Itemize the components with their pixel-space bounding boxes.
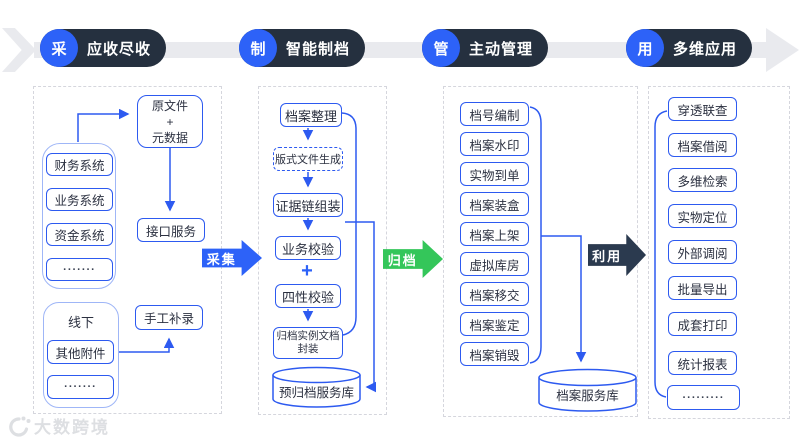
stage-pill-make: 制 智能制档 — [239, 29, 366, 67]
stage-badge-use: 用 — [626, 29, 664, 67]
four-quality-check-node: 四性校验 — [275, 284, 341, 308]
finance-system-node: 财务系统 — [46, 153, 113, 176]
metadata-line: 元数据 — [151, 130, 188, 145]
stage-label-make: 智能制档 — [286, 40, 351, 58]
other-attachment-node: 其他附件 — [47, 340, 114, 364]
watermark: 大数跨境 — [5, 413, 110, 438]
archive-number-node: 档号编制 — [460, 102, 529, 126]
stage-badge-make: 制 — [239, 29, 277, 67]
original-file-line: 原文件 — [151, 98, 188, 113]
timeline-start-chevron-icon — [2, 28, 36, 72]
use-arrow-label: 利用 — [592, 248, 623, 264]
archive-transfer-node: 档案移交 — [460, 282, 529, 306]
virtual-warehouse-node: 虚拟库房 — [460, 252, 529, 276]
interface-service-node: 接口服务 — [137, 218, 205, 242]
stage-pill-collect: 采 应收尽收 — [40, 29, 167, 67]
plus-line: + — [166, 114, 174, 129]
evidence-chain-node: 证据链组装 — [273, 193, 343, 217]
multi-search-node: 多维检索 — [668, 168, 737, 192]
stage-badge-manage: 管 — [422, 29, 460, 67]
format-file-generate-node: 版式文件生成 — [273, 147, 343, 171]
archive-watermark-node: 档案水印 — [460, 132, 529, 156]
pre-archive-db-cylinder — [272, 366, 361, 408]
original-file-metadata-node: 原文件 + 元数据 — [137, 95, 203, 148]
timeline-band — [34, 42, 772, 58]
business-check-node: 业务校验 — [275, 236, 341, 260]
collect-arrow-label: 采集 — [206, 251, 237, 267]
pre-archive-db-label: 预归档服务库 — [278, 386, 354, 400]
plus-sign: + — [301, 259, 313, 282]
stage-pill-manage: 管 主动管理 — [422, 29, 549, 67]
business-system-node: 业务系统 — [46, 188, 113, 211]
archive-db-label: 档案服务库 — [556, 389, 619, 403]
physical-arrival-node: 实物到单 — [460, 162, 529, 186]
physical-locate-node: 实物定位 — [668, 204, 737, 228]
external-access-node: 外部调阅 — [668, 240, 737, 264]
stage-label-collect: 应收尽收 — [87, 40, 152, 58]
archive-boxing-node: 档案装盒 — [460, 192, 529, 216]
manual-entry-node: 手工补录 — [135, 305, 203, 330]
stage-label-use: 多维应用 — [673, 40, 738, 58]
set-print-node: 成套打印 — [668, 312, 737, 336]
archive-db-cylinder — [538, 368, 637, 412]
stage-badge-collect: 采 — [40, 29, 78, 67]
cross-check-node: 穿透联查 — [668, 97, 737, 121]
archive-organize-node: 档案整理 — [280, 103, 342, 127]
stage-label-manage: 主动管理 — [469, 40, 534, 58]
archive-shelving-node: 档案上架 — [460, 222, 529, 246]
archive-appraisal-node: 档案鉴定 — [460, 312, 529, 336]
statistics-report-node: 统计报表 — [668, 351, 737, 375]
timeline-end-arrow-icon — [766, 28, 799, 72]
offline-ellipsis-node: ······· — [47, 375, 114, 399]
archive-arrow-label: 归档 — [387, 252, 418, 268]
watermark-logo-icon — [9, 416, 31, 437]
archive-arrow: 归档 — [383, 240, 443, 278]
use-ellipsis-node: ········· — [667, 385, 740, 410]
offline-group-label: 线下 — [67, 315, 94, 330]
watermark-text: 大数跨境 — [34, 418, 110, 437]
systems-ellipsis-node: ······· — [46, 258, 113, 281]
capital-system-node: 资金系统 — [46, 223, 113, 246]
stage-pill-use: 用 多维应用 — [626, 29, 753, 67]
archive-destruction-node: 档案销毁 — [460, 342, 529, 366]
archive-borrow-node: 档案借阅 — [668, 133, 737, 157]
batch-export-node: 批量导出 — [668, 276, 737, 300]
archive-instance-package-node: 归档实例文档封装 — [273, 327, 343, 359]
